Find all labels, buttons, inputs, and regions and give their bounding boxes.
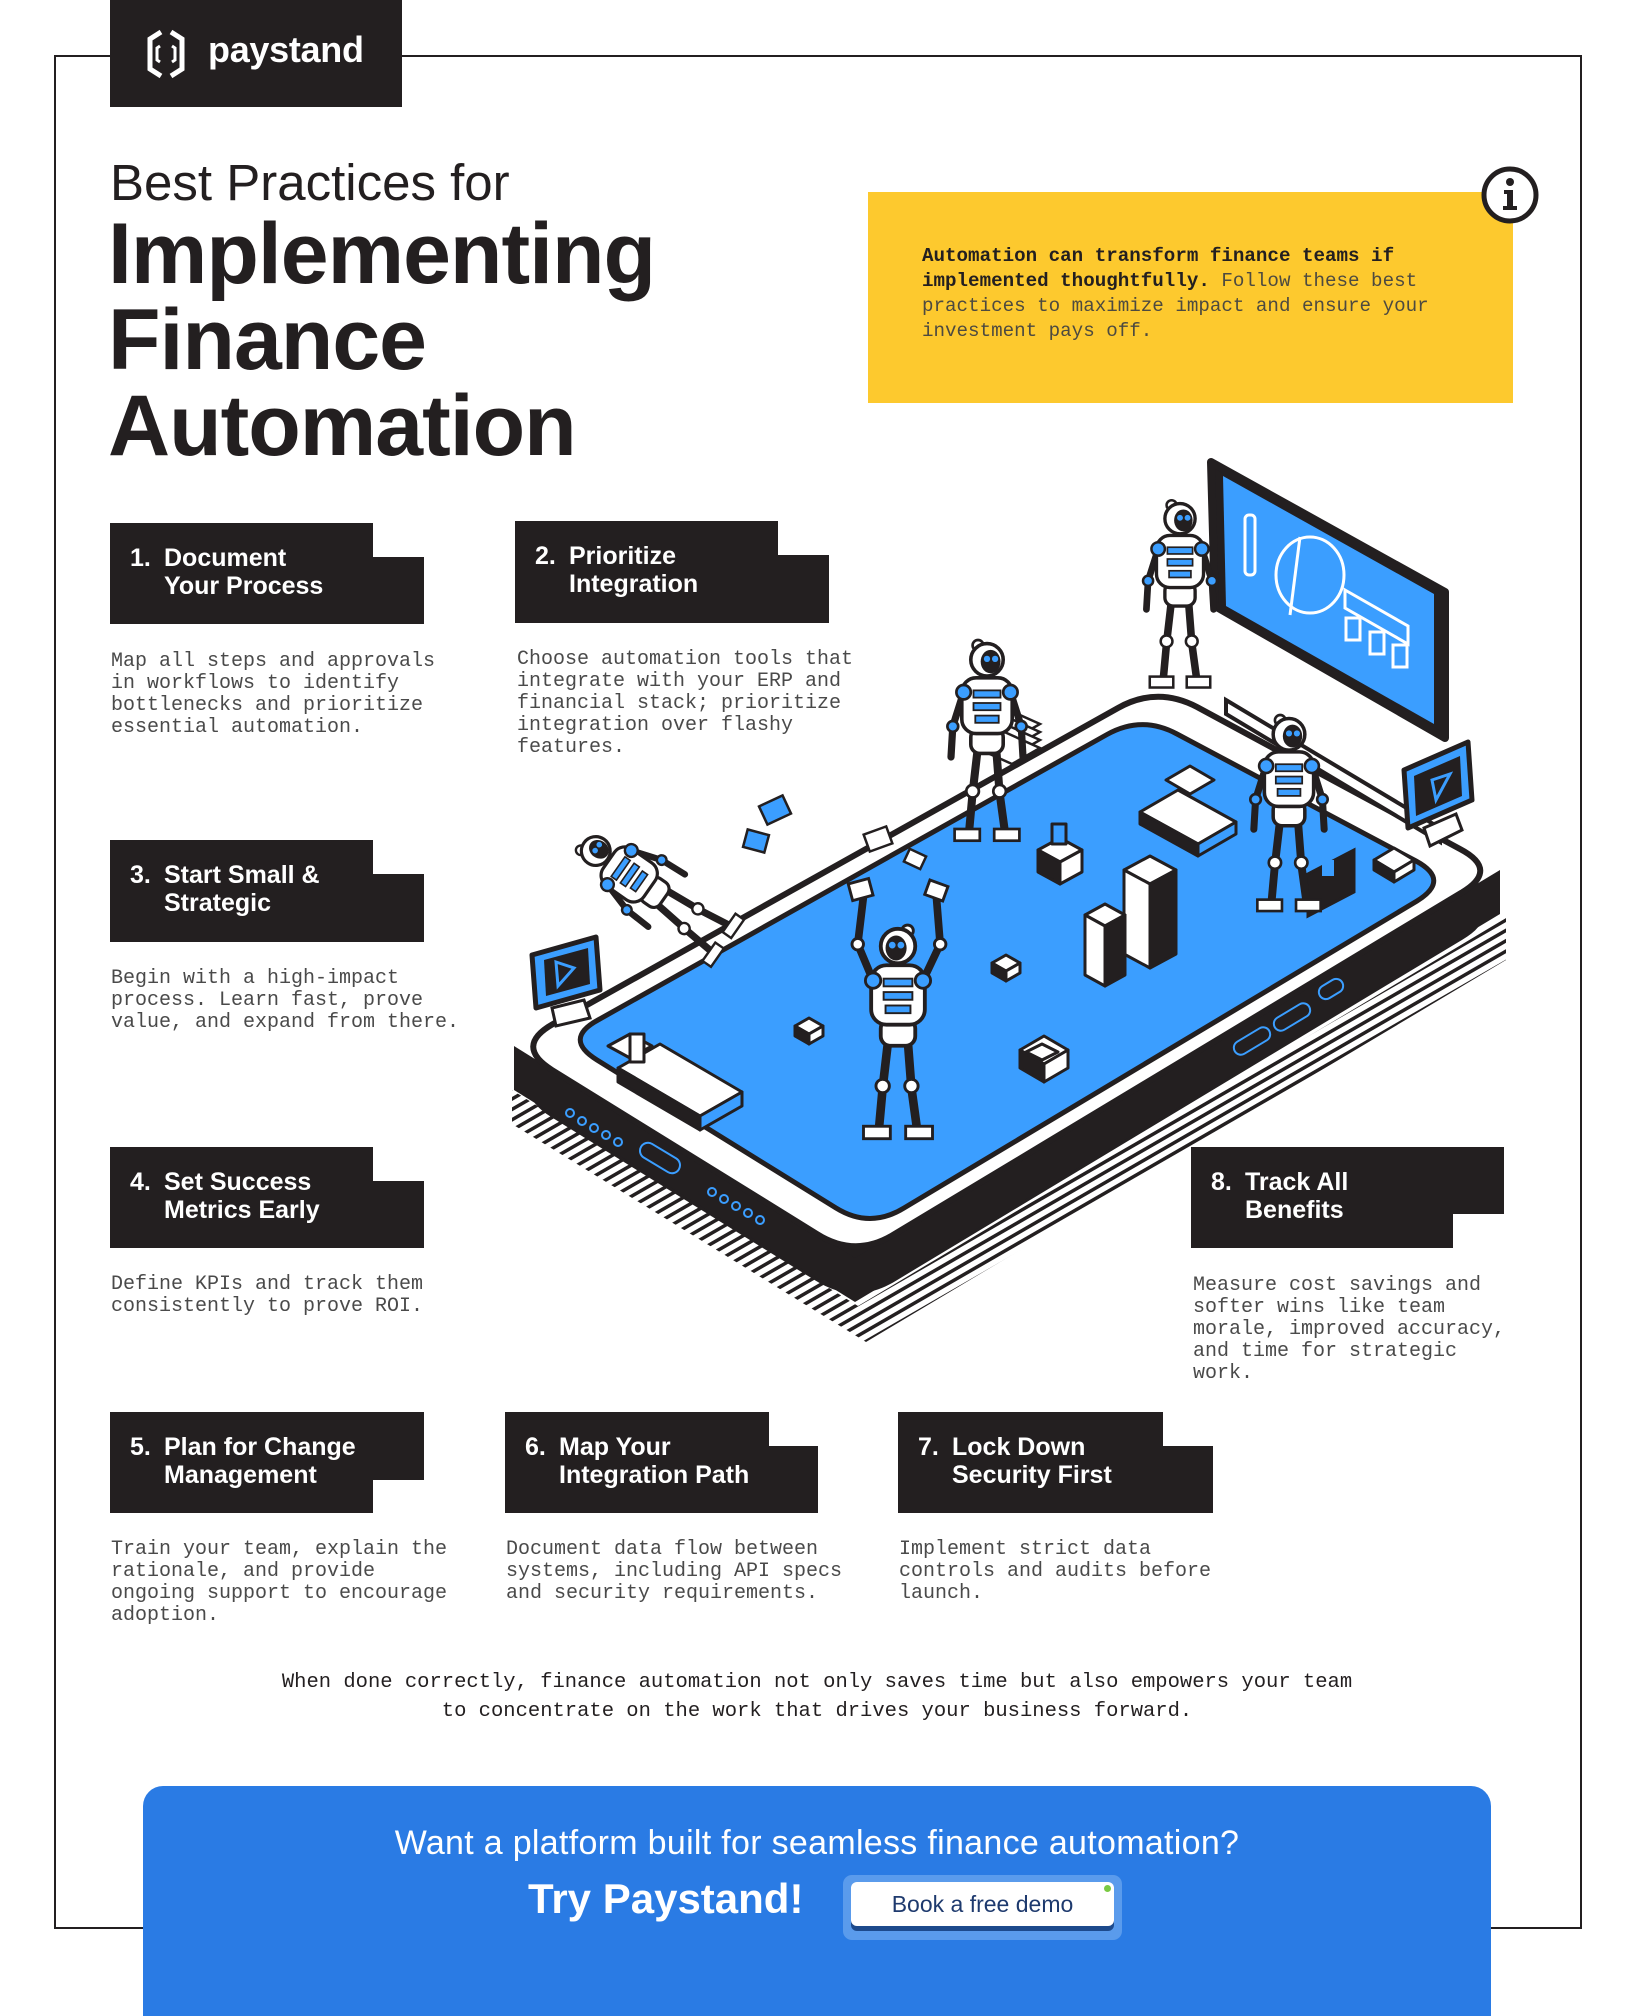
robot-presenter-icon — [1143, 500, 1217, 687]
intro-text: Automation can transform finance teams i… — [922, 244, 1429, 344]
brand-name: paystand — [208, 29, 364, 70]
title-line: Finance — [108, 292, 427, 388]
practice-title-line: Integration Path — [559, 1461, 750, 1489]
closing-statement: When done correctly, finance automation … — [0, 1668, 1634, 1726]
intro-normal: practices to maximize impact and ensure … — [922, 295, 1429, 317]
title-line: Automation — [108, 378, 577, 474]
title-line: Implementing — [108, 206, 656, 302]
practice-title-line: Document — [164, 544, 287, 572]
body-line: essential automation. — [111, 716, 364, 739]
practice-number: 3. — [130, 861, 151, 889]
closing-line: When done correctly, finance automation … — [281, 1671, 1353, 1694]
intro-bold: Automation can transform finance teams i… — [922, 245, 1395, 267]
paystand-hexagon-logo-icon — [147, 29, 185, 79]
practice-card-3: 3. Start Small &Strategic — [110, 840, 424, 942]
body-line: Train your team, explain the — [111, 1538, 448, 1561]
cta-banner: Want a platform built for seamless finan… — [143, 1786, 1491, 2016]
body-line: financial stack; prioritize — [517, 692, 842, 715]
body-line: Document data flow between — [506, 1538, 819, 1561]
body-line: integration over flashy — [517, 714, 794, 737]
body-line: launch. — [899, 1582, 984, 1605]
intro-normal: investment pays off. — [922, 320, 1153, 342]
body-line: controls and audits before — [899, 1560, 1212, 1583]
body-line: adoption. — [111, 1604, 220, 1627]
practice-number: 8. — [1211, 1168, 1232, 1196]
body-line: integrate with your ERP and — [517, 670, 842, 693]
video-monitor-left-icon — [529, 934, 603, 1028]
body-line: and security requirements. — [506, 1582, 819, 1605]
practice-title-line: Lock Down — [952, 1433, 1086, 1461]
body-line: process. Learn fast, prove — [111, 989, 424, 1012]
practice-title-line: Management — [164, 1461, 317, 1489]
body-line: rationale, and provide — [111, 1560, 376, 1583]
book-demo-button[interactable]: Book a free demo — [851, 1882, 1114, 1926]
cta-headline: Try Paystand! — [528, 1875, 804, 1922]
body-line: Begin with a high-impact — [111, 967, 400, 990]
practice-number: 6. — [525, 1433, 546, 1461]
desk-boxes-icon — [606, 764, 1416, 1132]
book-demo-label: Book a free demo — [891, 1891, 1074, 1917]
body-line: value, and expand from there. — [111, 1011, 460, 1034]
body-line: morale, improved accuracy, — [1193, 1318, 1506, 1341]
practice-title-line: Plan for Change — [164, 1433, 356, 1461]
body-line: systems, including API specs — [506, 1560, 843, 1583]
body-line: Define KPIs and track them — [111, 1273, 424, 1296]
body-line: in workflows to identify — [111, 672, 400, 695]
brand-logo: paystand — [110, 0, 402, 107]
page-title: Implementing Finance Automation — [108, 206, 656, 474]
info-icon — [1481, 166, 1539, 224]
body-line: bottlenecks and prioritize — [111, 694, 424, 717]
practice-number: 1. — [130, 544, 151, 572]
body-line: Measure cost savings and — [1193, 1274, 1482, 1297]
practice-number: 7. — [918, 1433, 939, 1461]
body-line: features. — [517, 736, 626, 759]
practice-title-line: Strategic — [164, 889, 271, 917]
intro-bold: implemented thoughtfully. — [922, 270, 1210, 292]
body-line: Choose automation tools that — [517, 648, 854, 671]
body-line: and time for strategic — [1193, 1340, 1458, 1363]
practice-number: 2. — [535, 542, 556, 570]
body-line: work. — [1193, 1362, 1254, 1385]
practice-number: 5. — [130, 1433, 151, 1461]
page-subtitle: Best Practices for — [110, 154, 510, 211]
practice-title-line: Metrics Early — [164, 1196, 320, 1224]
practice-title-line: Your Process — [164, 572, 324, 600]
cta-question: Want a platform built for seamless finan… — [394, 1824, 1240, 1862]
practice-title-line: Track All — [1245, 1168, 1349, 1196]
body-line: Map all steps and approvals — [111, 650, 436, 673]
intro-callout: Automation can transform finance teams i… — [868, 192, 1513, 403]
body-line: ongoing support to encourage — [111, 1582, 448, 1605]
body-line: Implement strict data — [899, 1538, 1152, 1561]
body-line: consistently to prove ROI. — [111, 1295, 424, 1318]
body-line: softer wins like team — [1193, 1296, 1446, 1319]
practice-title-line: Benefits — [1245, 1196, 1344, 1224]
closing-line: to concentrate on the work that drives y… — [441, 1700, 1193, 1723]
practice-title-line: Start Small & — [164, 861, 320, 889]
practice-title-line: Set Success — [164, 1168, 312, 1196]
practice-title-line: Security First — [952, 1461, 1112, 1489]
practice-number: 4. — [130, 1168, 151, 1196]
intro-normal: Follow these best — [1209, 270, 1418, 292]
status-dot-icon — [1104, 1885, 1111, 1892]
practice-title-line: Integration — [569, 570, 699, 598]
practice-title-line: Map Your — [559, 1433, 671, 1461]
practice-title-line: Prioritize — [569, 542, 676, 570]
video-monitor-right-icon — [1401, 739, 1475, 849]
